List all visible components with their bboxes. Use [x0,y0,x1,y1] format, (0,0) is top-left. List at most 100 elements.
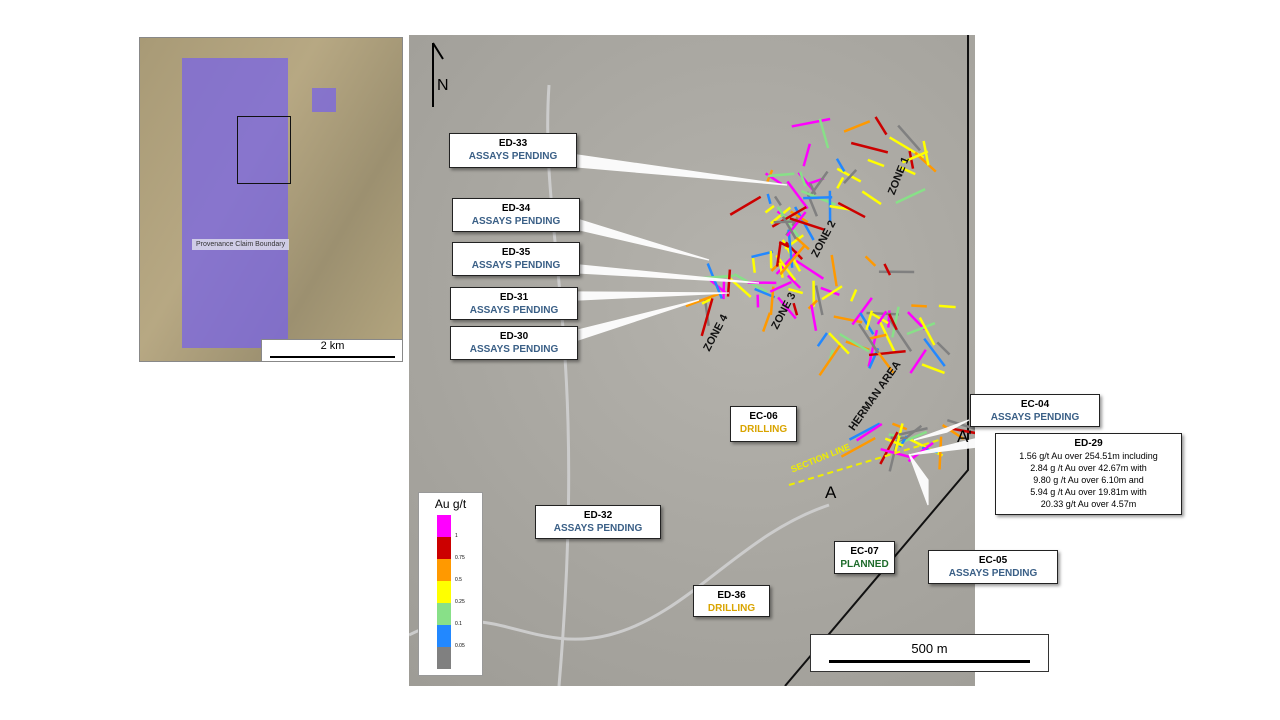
drill-trace [938,304,956,309]
drill-trace [792,302,799,316]
drill-trace [766,193,772,205]
drill-trace [923,337,946,367]
legend-tick: 0.05 [455,643,465,649]
drill-trace [859,312,875,335]
drill-holes [685,116,975,472]
drill-trace [884,437,904,447]
drill-trace [729,195,762,216]
drill-trace [891,422,908,431]
drill-trace [835,158,846,172]
drill-trace [868,350,906,357]
drill-trace [809,170,829,197]
drill-trace [895,188,926,205]
drill-trace [833,315,863,324]
drill-trace [803,196,833,200]
drill-trace [751,258,756,273]
drill-trace [703,299,710,327]
section-end-a: A [825,483,837,502]
drill-trace [789,217,825,231]
drill-trace [828,332,850,355]
legend-tick: 0.5 [455,577,462,583]
ed-29-id: ED-29 [1074,438,1103,449]
ed-29-line: 5.94 g /t Au over 19.81m with [1030,487,1147,497]
drill-trace [786,211,807,237]
drill-trace [700,298,714,337]
legend-swatch [437,515,451,537]
drill-trace [865,310,874,331]
drill-trace [807,299,819,310]
drill-trace [722,279,726,300]
inset-scale-label: 2 km [320,340,345,352]
drill-trace [821,285,843,301]
drill-trace [810,304,818,331]
legend-swatch [437,537,451,559]
drill-trace [726,269,732,297]
drill-trace [843,169,858,184]
ed-29-line: 2.84 g /t Au over 42.67m with [1030,463,1147,473]
map-extent-box [237,116,291,184]
claim-boundary-area-small [312,88,336,112]
drill-trace [906,311,926,331]
legend-tick: 1 [455,533,458,539]
drill-trace [773,195,782,206]
drill-trace [777,296,797,320]
drill-trace [936,341,951,356]
drill-trace [869,333,887,340]
drill-trace [751,250,774,259]
drill-trace [911,304,927,308]
drill-trace [830,254,838,287]
legend-swatch [437,625,451,647]
drill-trace [861,190,882,206]
drill-trace [850,141,889,154]
drill-trace [874,116,888,136]
drill-trace [685,291,723,308]
drill-trace [839,333,870,353]
property-boundary [784,35,969,686]
drill-trace [786,180,809,210]
legend-tick: 0.1 [455,621,462,627]
callout-ed-29-results: ED-29 1.56 g/t Au over 254.51m including… [995,433,1182,515]
drill-trace [848,422,881,441]
drill-trace [836,167,862,183]
drill-trace [726,274,752,298]
drill-trace [879,431,899,465]
north-label: N [437,77,449,94]
map-overlay [409,35,975,686]
drill-trace [858,323,880,354]
drill-trace [918,316,936,346]
main-map: N ZONE 1 ZONE 2 ZONE 3 ZONE 4 HERMAN ARE… [409,35,975,686]
drill-trace [836,176,845,189]
drill-trace [843,120,871,133]
drill-trace [761,312,772,332]
legend-tick: 0.75 [455,555,465,561]
drill-trace [778,241,790,248]
drill-trace [798,171,807,187]
drill-trace [795,236,810,251]
drill-trace [851,297,873,326]
drill-trace [805,191,819,217]
drill-trace [788,287,804,295]
legend-title: Au g/t [434,497,467,511]
ed-29-line: 20.33 g/t Au over 4.57m [1040,499,1137,509]
drill-trace [849,289,858,302]
drill-trace [778,262,784,278]
drill-trace [888,313,898,331]
section-end-a-prime: A' [957,427,972,446]
drill-trace [781,216,797,240]
inset-location-map: Provenance Claim Boundary 2 km [139,37,403,362]
drill-trace [864,255,877,267]
drill-trace [909,349,927,374]
drill-trace [901,150,929,164]
legend-swatch [437,647,451,669]
drill-trace [855,422,883,442]
drill-trace [779,244,806,276]
drill-trace [898,427,928,436]
